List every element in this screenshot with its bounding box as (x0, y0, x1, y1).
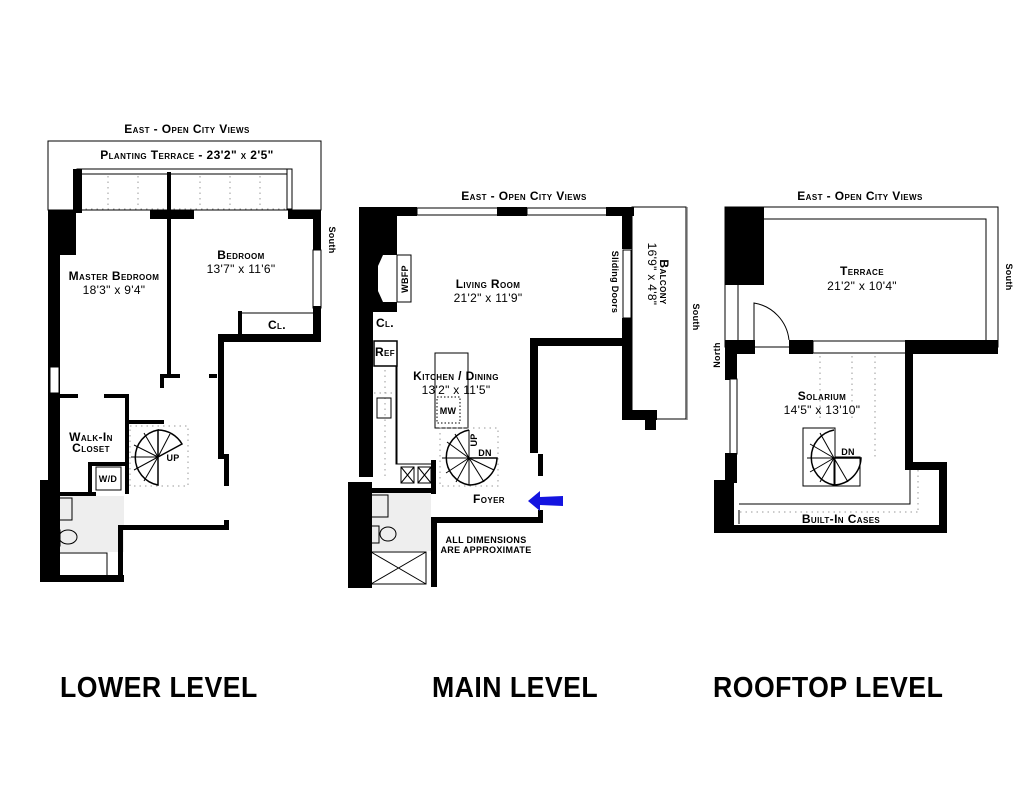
rooftop-orientation-east: East - Open City Views (797, 189, 923, 203)
kitchen-dining-dims: 13'2" x 11'5" (422, 383, 491, 397)
fireplace-label: WBFP (400, 265, 410, 293)
walk-in-closet-label: Walk-In (69, 430, 113, 444)
lower-spiral-stair: UP (129, 425, 189, 487)
main-level-title: MAIN LEVEL (432, 672, 599, 704)
planting-terrace-label: Planting Terrace - 23'2" x 2'5" (100, 148, 274, 162)
refrigerator-label: Ref (375, 345, 395, 359)
terrace-dims: 21'2" x 10'4" (827, 279, 897, 293)
walk-in-closet-label-2: Closet (72, 441, 110, 455)
foyer-label: Foyer (473, 492, 505, 506)
rooftop-spiral-stair: DN (802, 427, 862, 487)
sliding-doors-label: Sliding Doors (610, 251, 620, 313)
kitchen-dining-label: Kitchen / Dining (413, 369, 499, 383)
main-spiral-stair: UP DN (439, 427, 499, 487)
rooftop-stair-down-label: DN (841, 447, 855, 457)
main-stair-up-label: UP (469, 433, 479, 446)
rooftop-level-plan: East - Open City Views Terrace 21'2" x 1… (712, 189, 1014, 533)
microwave-label: MW (440, 406, 457, 416)
main-bathroom (372, 493, 431, 551)
rooftop-orientation-south: South (1004, 264, 1014, 291)
lower-closet-label: Cl. (268, 318, 286, 332)
rooftop-level-title: ROOFTOP LEVEL (713, 672, 944, 704)
solarium-label: Solarium (798, 389, 847, 403)
balcony-dims: 16'9" x 4'8" (645, 243, 659, 306)
dimensions-note-2: ARE APPROXIMATE (440, 545, 531, 555)
entry-arrow-icon (528, 491, 563, 511)
main-closet-label: Cl. (376, 316, 394, 330)
master-bedroom-dims: 18'3" x 9'4" (83, 283, 146, 297)
lower-orientation-south: South (327, 227, 337, 254)
living-room-dims: 21'2" x 11'9" (454, 291, 523, 305)
bedroom-label: Bedroom (217, 248, 264, 262)
washer-dryer-label: W/D (99, 474, 118, 484)
main-stair-down-label: DN (478, 448, 492, 458)
living-room-label: Living Room (456, 277, 521, 291)
balcony-label: Balcony (657, 259, 671, 305)
lower-stair-up-label: UP (166, 453, 179, 463)
lower-orientation-east: East - Open City Views (124, 122, 250, 136)
main-orientation-east: East - Open City Views (461, 189, 587, 203)
main-orientation-south: South (691, 304, 701, 331)
main-level-plan: East - Open City Views WBFP Sliding Door… (348, 189, 701, 588)
bedroom-dims: 13'7" x 11'6" (207, 262, 276, 276)
built-in-cases-label: Built-In Cases (802, 512, 881, 526)
terrace-window (76, 168, 293, 175)
solarium-dims: 14'5" x 13'10" (784, 403, 861, 417)
master-bedroom-label: Master Bedroom (69, 269, 160, 283)
lower-bathroom (60, 496, 124, 552)
rooftop-orientation-north: North (712, 342, 722, 368)
lower-level-title: LOWER LEVEL (60, 672, 258, 704)
lower-level-plan: East - Open City Views Planting Terrace … (40, 122, 337, 582)
dimensions-note-1: ALL DIMENSIONS (445, 535, 526, 545)
terrace-label: Terrace (840, 264, 884, 278)
